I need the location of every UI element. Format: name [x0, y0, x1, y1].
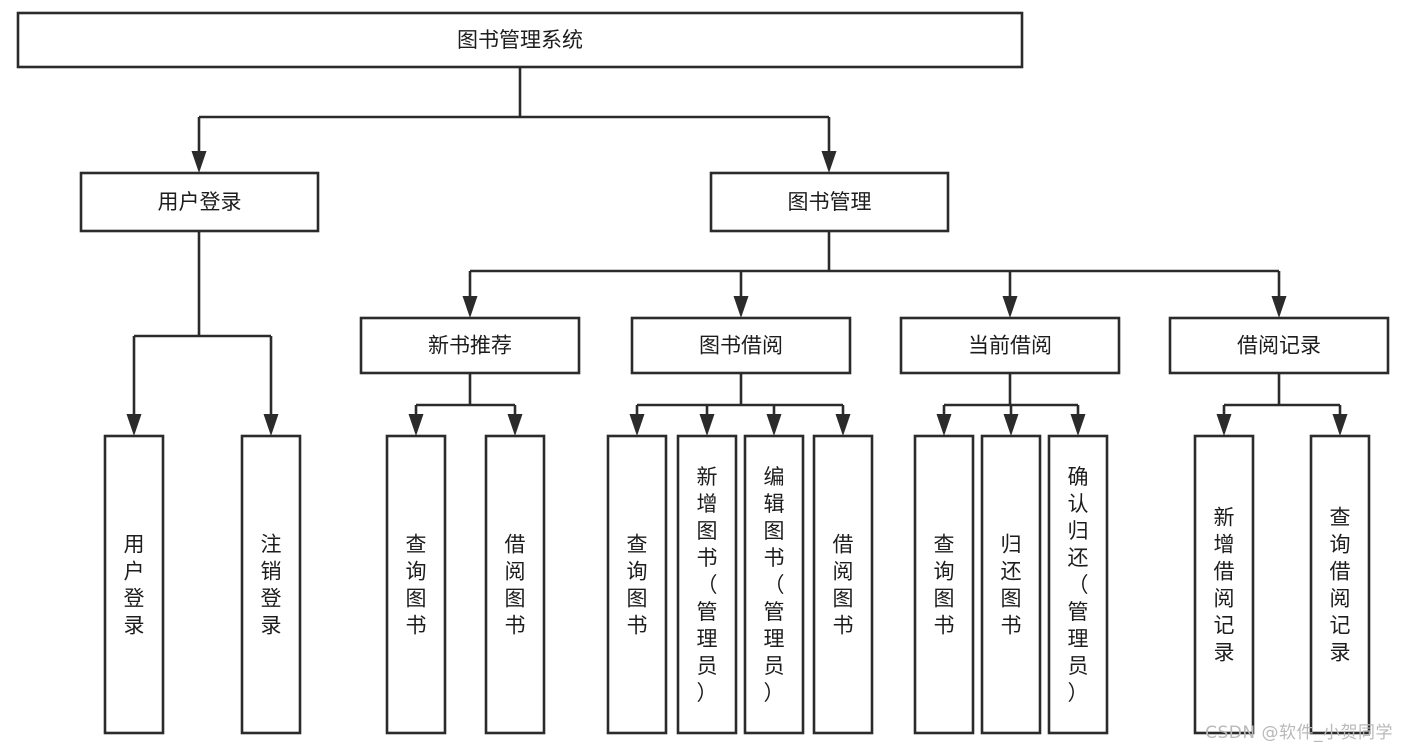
connector-group [191, 67, 837, 173]
node-box[interactable] [79, 171, 320, 233]
node-label: 当前借阅 [968, 334, 1052, 358]
node-leaf-query-record[interactable]: 查询借阅记录 [1309, 434, 1371, 735]
node-label: 查询图书 [627, 533, 648, 638]
arrow-head-icon [821, 151, 837, 173]
node-label: 注销登录 [261, 533, 282, 638]
node-box[interactable] [1168, 316, 1390, 375]
node-box[interactable] [1193, 434, 1255, 735]
node-leaf-query-book-1[interactable]: 查询图书 [385, 434, 447, 735]
node-label: 查询借阅记录 [1330, 506, 1351, 665]
node-box[interactable] [359, 316, 581, 375]
node-leaf-add-book[interactable]: 新增图书（管理员） [676, 434, 738, 735]
arrow-head-icon [1070, 414, 1086, 436]
arrow-head-icon [263, 414, 279, 436]
arrow-head-icon [936, 414, 952, 436]
node-layer: 图书管理系统用户登录图书管理新书推荐图书借阅当前借阅借阅记录用户登录注销登录查询… [16, 11, 1390, 735]
arrow-head-icon [191, 151, 207, 173]
node-leaf-edit-book[interactable]: 编辑图书（管理员） [743, 434, 805, 735]
connector-group [1216, 373, 1348, 436]
node-root[interactable]: 图书管理系统 [16, 11, 1024, 69]
node-leaf-borrow-book-2[interactable]: 借阅图书 [812, 434, 874, 735]
node-leaf-add-record[interactable]: 新增借阅记录 [1193, 434, 1255, 735]
arrow-head-icon [1332, 414, 1348, 436]
node-leaf-confirm-return[interactable]: 确认归还（管理员） [1047, 434, 1109, 735]
node-user-login[interactable]: 用户登录 [79, 171, 320, 233]
arrow-head-icon [835, 414, 851, 436]
node-label: 新书推荐 [428, 334, 512, 358]
arrow-head-icon [629, 414, 645, 436]
node-box[interactable] [709, 171, 950, 233]
node-label: 借阅记录 [1237, 334, 1321, 358]
node-borrow-record[interactable]: 借阅记录 [1168, 316, 1390, 375]
node-book-borrow[interactable]: 图书借阅 [630, 316, 852, 375]
node-box[interactable] [812, 434, 874, 735]
node-box[interactable] [240, 434, 302, 735]
node-leaf-return-book[interactable]: 归还图书 [980, 434, 1042, 735]
node-label: 编辑图书（管理员） [764, 465, 785, 705]
node-leaf-logout[interactable]: 注销登录 [240, 434, 302, 735]
node-box[interactable] [1047, 434, 1109, 735]
node-box[interactable] [484, 434, 546, 735]
node-label: 查询图书 [406, 533, 427, 638]
node-label: 用户登录 [124, 533, 145, 638]
node-label: 图书管理系统 [457, 28, 583, 52]
node-box[interactable] [630, 316, 852, 375]
connector-group [936, 373, 1086, 436]
connector-group [408, 373, 523, 436]
connector-group [462, 231, 1287, 318]
arrow-head-icon [1271, 296, 1287, 318]
node-box[interactable] [385, 434, 447, 735]
node-label: 确认归还（管理员） [1068, 465, 1089, 705]
connector-layer [126, 67, 1348, 436]
arrow-head-icon [733, 296, 749, 318]
node-leaf-query-book-2[interactable]: 查询图书 [606, 434, 668, 735]
node-label: 借阅图书 [833, 533, 854, 638]
node-leaf-user-login[interactable]: 用户登录 [103, 434, 165, 735]
node-label: 用户登录 [158, 190, 242, 214]
node-current-borrow[interactable]: 当前借阅 [899, 316, 1121, 375]
arrow-head-icon [507, 414, 523, 436]
node-box[interactable] [913, 434, 975, 735]
arrow-head-icon [699, 414, 715, 436]
node-box[interactable] [103, 434, 165, 735]
node-box[interactable] [1309, 434, 1371, 735]
node-label: 新增借阅记录 [1214, 506, 1235, 665]
node-label: 查询图书 [934, 533, 955, 638]
arrow-head-icon [1003, 414, 1019, 436]
node-leaf-borrow-book-1[interactable]: 借阅图书 [484, 434, 546, 735]
arrow-head-icon [462, 296, 478, 318]
arrow-head-icon [126, 414, 142, 436]
connector-group [126, 231, 279, 436]
node-box[interactable] [980, 434, 1042, 735]
node-label: 借阅图书 [505, 533, 526, 638]
node-leaf-query-book-3[interactable]: 查询图书 [913, 434, 975, 735]
csdn-watermark: CSDN @软件_小贺同学 [1205, 723, 1393, 743]
arrow-head-icon [408, 414, 424, 436]
node-box[interactable] [16, 11, 1024, 69]
node-label: 图书管理 [788, 190, 872, 214]
arrow-head-icon [1002, 296, 1018, 318]
arrow-head-icon [1216, 414, 1232, 436]
arrow-head-icon [766, 414, 782, 436]
node-box[interactable] [606, 434, 668, 735]
node-box[interactable] [899, 316, 1121, 375]
connector-group [629, 373, 851, 436]
node-box[interactable] [743, 434, 805, 735]
node-box[interactable] [676, 434, 738, 735]
node-book-manage[interactable]: 图书管理 [709, 171, 950, 233]
node-label: 图书借阅 [699, 334, 783, 358]
node-label: 归还图书 [1001, 533, 1022, 638]
node-label: 新增图书（管理员） [697, 465, 718, 705]
node-new-book-recommend[interactable]: 新书推荐 [359, 316, 581, 375]
